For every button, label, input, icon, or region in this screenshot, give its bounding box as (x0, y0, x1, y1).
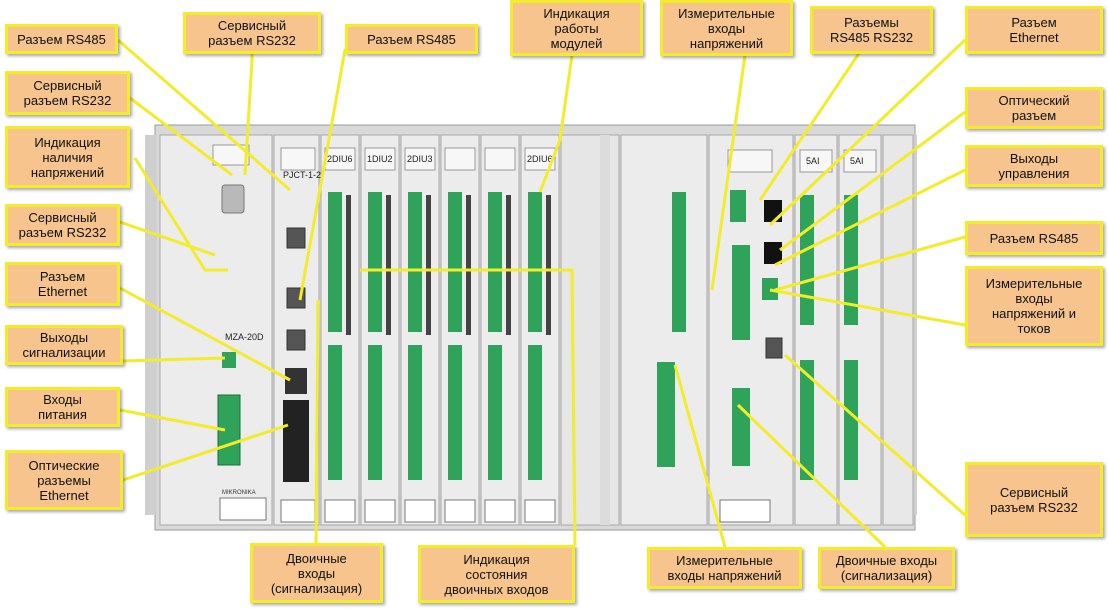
module-name-7: 2DIU6 (527, 154, 553, 164)
label-voltage-presence: Индикация наличия напряжений (5, 126, 130, 188)
label-binary-state-indication: Индикация состояния двоичных входов (418, 545, 575, 603)
label-power-inputs: Входы питания (5, 387, 120, 427)
label-ethernet-left: Разъем Ethernet (5, 262, 120, 306)
label-control-outputs: Выходы управления (965, 145, 1103, 187)
label-binary-inputs-alarm: Двоичные входы (сигнализация) (818, 547, 955, 589)
module-name-2: 2DIU6 (327, 154, 353, 164)
label-service-rs232-left3: Сервисный разъем RS232 (5, 204, 120, 246)
front-model-text: MZA-20D (225, 332, 264, 342)
label-rs485-rs232-connectors: Разъемы RS485 RS232 (810, 6, 933, 54)
module-name-3: 1DIU2 (367, 154, 393, 164)
label-rs485-right: Разъем RS485 (965, 221, 1103, 255)
label-service-rs232-right: Сервисный разъем RS232 (965, 462, 1103, 537)
label-module-indication: Индикация работы модулей (510, 0, 643, 56)
label-service-rs232-top: Сервисный разъем RS232 (183, 12, 321, 54)
label-service-rs232-left2: Сервисный разъем RS232 (5, 71, 130, 115)
right-module-name-1: 5AI (806, 156, 820, 166)
right-module-name-2: 5AI (850, 156, 864, 166)
label-ethernet-top-right: Разъем Ethernet (965, 6, 1103, 54)
label-voltage-inputs-top: Измерительные входы напряжений (660, 0, 793, 56)
module-name-1: PJCT-1-2 (283, 170, 321, 180)
label-voltage-inputs-bottom: Измерительные входы напряжений (647, 547, 802, 589)
brand-text-left: MIKRONIKA (222, 490, 256, 496)
label-optical-connector: Оптический разъем (965, 87, 1103, 129)
label-optical-ethernet: Оптические разъемы Ethernet (5, 450, 123, 510)
label-voltage-current-inputs: Измерительные входы напряжений и токов (965, 266, 1103, 346)
label-rs485-top-left: Разъем RS485 (5, 24, 118, 54)
module-name-4: 2DIU3 (407, 154, 433, 164)
label-alarm-outputs: Выходы сигнализации (5, 325, 123, 365)
label-rs485-top-mid: Разъем RS485 (345, 24, 478, 54)
label-binary-inputs-bottom: Двоичные входы (сигнализация) (250, 543, 383, 603)
